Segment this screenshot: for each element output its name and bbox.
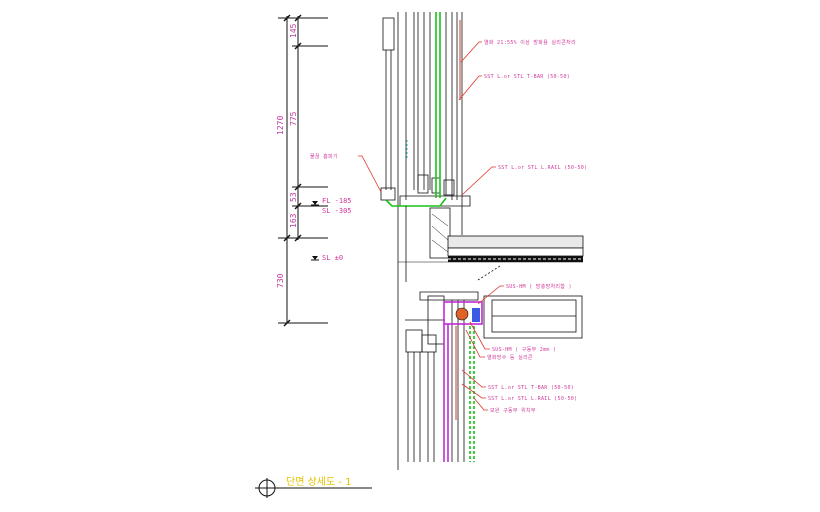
- lower-window-assembly: [405, 265, 583, 462]
- floor-slab: [398, 206, 584, 282]
- sash-roller-icon: [455, 307, 469, 321]
- dimension-ticks: [283, 14, 302, 327]
- dimension-chain: [278, 16, 328, 324]
- upper-window-assembly: [380, 12, 471, 470]
- dim-overall-upper: 1270: [276, 116, 285, 135]
- leader-lines: [358, 41, 504, 411]
- note-lower-2: SUS-HM ( 구동부 2mm ): [492, 347, 556, 353]
- level-sl-zero: SL ±0: [322, 254, 343, 262]
- dim-seg-top: 145: [289, 23, 298, 38]
- dim-overall-lower: 730: [276, 273, 285, 288]
- note-upper-3: SST L.or STL L.RAIL (50-50): [498, 165, 587, 171]
- blue-stopper-icon: [472, 308, 480, 322]
- note-lower-1: SUS-HM ( 방충망처리함 ): [506, 283, 572, 290]
- note-lower-4: SST L.or STL T-BAR (50-50): [488, 385, 574, 391]
- note-lower-3: 열화방수 등 실리콘: [487, 354, 533, 361]
- note-upper-2: SST L.or STL T-BAR (50-50): [484, 74, 570, 80]
- level-markers: [311, 201, 319, 261]
- glazing-green: [385, 12, 447, 207]
- dim-seg-lower: 163: [289, 213, 298, 228]
- section-symbol-icon: [255, 478, 372, 498]
- note-upper-1: 열화 21:55% 이상 방화용 실리콘처리: [484, 39, 576, 46]
- note-lower-5: SST L.or STL L.RAIL (50-50): [488, 396, 577, 402]
- level-fl: FL -185: [322, 197, 352, 205]
- section-title: 단면 상세도 - 1: [286, 476, 352, 488]
- note-lower-6: 보완 구동부 위치부: [490, 407, 536, 414]
- lower-green-line: [469, 326, 475, 462]
- dim-seg-mid: 775: [289, 111, 298, 126]
- dim-seg-small: 53: [289, 192, 298, 202]
- note-left: 물끊 홈파기: [310, 153, 338, 160]
- level-sl-upper: SL -305: [322, 207, 352, 215]
- lower-magenta-frame: [443, 301, 483, 462]
